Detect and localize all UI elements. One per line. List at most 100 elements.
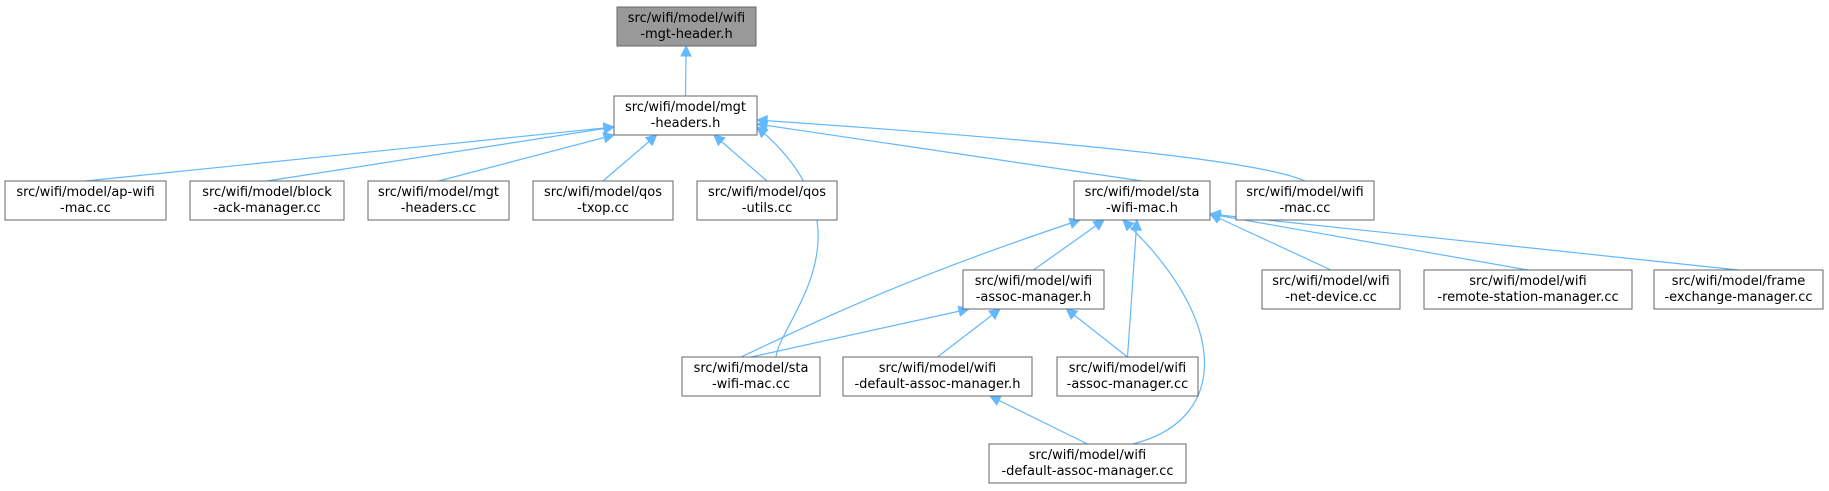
node-block-ack-manager-cc[interactable]: src/wifi/model/block-ack-manager.cc [189, 180, 345, 221]
edge-line [85, 126, 615, 182]
node-label: src/wifi/model/ap-wifi [16, 185, 154, 200]
edge-line [756, 123, 1143, 182]
node-box [696, 180, 838, 221]
node-label: -ack-manager.cc [213, 201, 321, 216]
edge-line [750, 308, 970, 358]
node-label: -default-assoc-manager.h [854, 377, 1020, 392]
node-label: src/wifi/model/wifi [1469, 274, 1586, 289]
node-box [189, 180, 345, 221]
node-wifi-assoc-manager-cc[interactable]: src/wifi/model/wifi-assoc-manager.cc [1056, 356, 1199, 397]
node-wifi-default-assoc-manager-cc[interactable]: src/wifi/model/wifi-default-assoc-manage… [988, 443, 1187, 484]
edge-line [1122, 219, 1206, 445]
edge-qos-utils-cc-to-mgt-headers-h [713, 134, 768, 182]
edge-wifi-assoc-manager-cc-to-sta-wifi-mac-h [1126, 218, 1142, 358]
edge-line [1209, 213, 1332, 271]
arrowhead [988, 308, 1001, 321]
node-box [616, 6, 757, 47]
node-label: -net-device.cc [1285, 290, 1377, 305]
node-label: src/wifi/model/block [202, 185, 332, 200]
node-label: src/wifi/model/wifi [1246, 185, 1363, 200]
node-label: -headers.h [651, 116, 721, 131]
node-sta-wifi-mac-h[interactable]: src/wifi/model/sta-wifi-mac.h [1073, 180, 1211, 221]
edge-block-ack-manager-cc-to-mgt-headers-h [266, 122, 616, 182]
node-box [532, 180, 674, 221]
node-ap-wifi-mac-cc[interactable]: src/wifi/model/ap-wifi-mac.cc [4, 180, 167, 221]
node-label: src/wifi/model/sta [694, 361, 809, 376]
node-label: -assoc-manager.cc [1067, 377, 1189, 392]
edge-wifi-assoc-manager-h-to-sta-wifi-mac-h [1033, 219, 1105, 271]
arrowhead [755, 114, 768, 127]
edge-line [756, 126, 819, 358]
node-wifi-default-assoc-manager-h[interactable]: src/wifi/model/wifi-default-assoc-manage… [842, 356, 1033, 397]
node-label: -headers.cc [401, 201, 477, 216]
node-box [4, 180, 167, 221]
node-qos-txop-cc[interactable]: src/wifi/model/qos-txop.cc [532, 180, 674, 221]
node-mgt-headers-cc[interactable]: src/wifi/model/mgt-headers.cc [367, 180, 510, 221]
node-box [1261, 269, 1401, 310]
node-label: src/wifi/model/mgt [378, 185, 499, 200]
node-label: src/wifi/model/mgt [625, 100, 746, 115]
node-frame-exchange-manager-cc[interactable]: src/wifi/model/frame-exchange-manager.cc [1653, 269, 1824, 310]
edge-line [1209, 213, 1529, 271]
node-wifi-net-device-cc[interactable]: src/wifi/model/wifi-net-device.cc [1261, 269, 1401, 310]
edge-wifi-default-assoc-manager-cc-to-wifi-default-assoc-manager-h [988, 395, 1088, 445]
edge-sta-wifi-mac-cc-to-wifi-assoc-manager-h [750, 305, 971, 358]
node-sta-wifi-mac-cc[interactable]: src/wifi/model/sta-wifi-mac.cc [681, 356, 821, 397]
node-box [1235, 180, 1375, 221]
graph-nodes: src/wifi/model/wifi-mgt-header.hsrc/wifi… [4, 6, 1824, 484]
node-label: -exchange-manager.cc [1664, 290, 1812, 305]
node-label: src/wifi/model/qos [708, 185, 826, 200]
node-label: src/wifi/model/frame [1672, 274, 1806, 289]
node-label: src/wifi/model/wifi [1069, 361, 1186, 376]
node-label: -mac.cc [1280, 201, 1331, 216]
node-label: -wifi-mac.h [1106, 201, 1178, 216]
node-label: src/wifi/model/wifi [879, 361, 996, 376]
node-mgt-headers-h[interactable]: src/wifi/model/mgt-headers.h [613, 95, 758, 136]
node-label: -mac.cc [60, 201, 111, 216]
node-wifi-mac-cc[interactable]: src/wifi/model/wifi-mac.cc [1235, 180, 1375, 221]
arrowhead [988, 395, 1002, 406]
node-label: src/wifi/model/wifi [975, 274, 1092, 289]
node-box [1056, 356, 1199, 397]
edge-wifi-default-assoc-manager-cc-to-sta-wifi-mac-h [1122, 219, 1206, 445]
node-wifi-remote-station-manager-cc[interactable]: src/wifi/model/wifi-remote-station-manag… [1423, 269, 1633, 310]
node-label: src/wifi/model/qos [544, 185, 662, 200]
edge-line [937, 308, 1001, 358]
node-label: src/wifi/model/sta [1085, 185, 1200, 200]
node-label: src/wifi/model/wifi [1029, 448, 1146, 463]
arrowhead [1065, 308, 1079, 321]
node-label: -txop.cc [577, 201, 629, 216]
edge-mgt-headers-h-to-wifi-mgt-header-h [680, 44, 692, 97]
node-wifi-assoc-manager-h[interactable]: src/wifi/model/wifi-assoc-manager.h [962, 269, 1105, 310]
arrowhead [1208, 209, 1222, 221]
node-label: -mgt-header.h [640, 27, 732, 42]
node-box [842, 356, 1033, 397]
edge-line [713, 134, 768, 182]
node-box [1653, 269, 1824, 310]
edge-line [989, 395, 1088, 445]
node-box [367, 180, 510, 221]
arrowhead [756, 126, 769, 139]
edge-wifi-default-assoc-manager-h-to-wifi-assoc-manager-h [937, 308, 1001, 358]
edge-line [1209, 213, 1739, 271]
edge-sta-wifi-mac-h-to-mgt-headers-h [755, 119, 1143, 182]
edge-line [266, 126, 615, 182]
node-label: -default-assoc-manager.cc [1001, 464, 1173, 479]
arrowhead [1130, 218, 1142, 231]
arrowhead [713, 134, 726, 147]
arrowhead [602, 122, 616, 135]
node-box [1073, 180, 1211, 221]
node-label: src/wifi/model/wifi [1272, 274, 1389, 289]
arrowhead [1092, 219, 1105, 231]
node-label: src/wifi/model/wifi [628, 11, 745, 26]
graph-edges [85, 44, 1739, 445]
node-box [988, 443, 1187, 484]
node-box [613, 95, 758, 136]
edge-line [1126, 219, 1138, 358]
node-box [962, 269, 1105, 310]
node-label: -wifi-mac.cc [712, 377, 790, 392]
edge-qos-txop-cc-to-mgt-headers-h [602, 134, 658, 182]
edge-wifi-mac-cc-to-mgt-headers-h [755, 114, 1306, 182]
node-qos-utils-cc[interactable]: src/wifi/model/qos-utils.cc [696, 180, 838, 221]
